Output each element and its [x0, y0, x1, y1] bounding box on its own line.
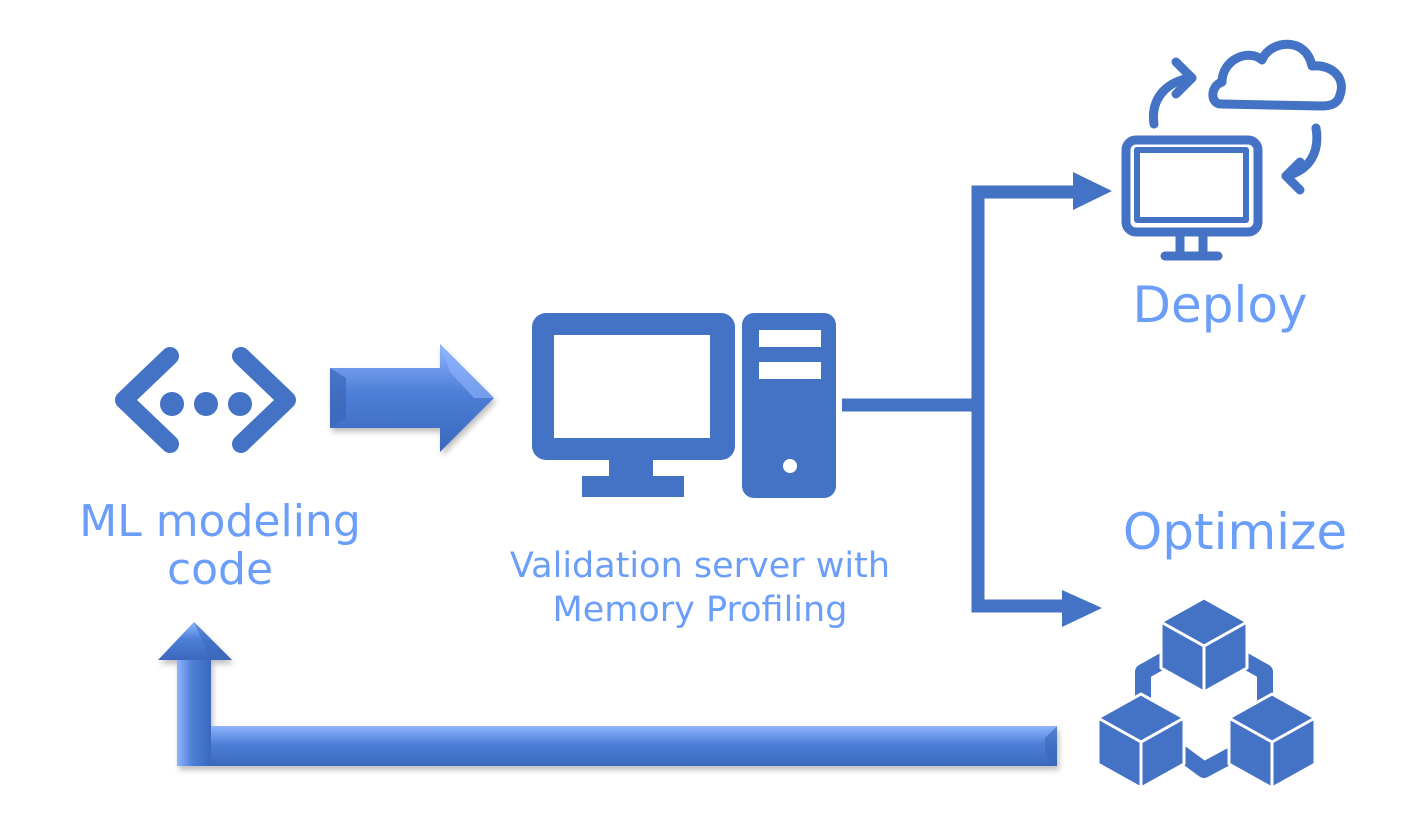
connector-server-branches	[842, 185, 1075, 613]
label-line: code	[166, 544, 274, 596]
label-ml-modeling-code: ML modeling code	[40, 496, 400, 596]
connected-cubes-icon	[1096, 596, 1317, 790]
arrow-code-to-server	[330, 344, 494, 452]
arrow-optimize-to-code	[158, 622, 1057, 766]
arrowhead-to-optimize	[1062, 590, 1102, 627]
label-line: ML modeling	[79, 496, 361, 547]
label-deploy: Deploy	[1110, 278, 1330, 333]
label-optimize: Optimize	[1090, 505, 1380, 560]
label-line: Optimize	[1122, 503, 1348, 561]
code-icon	[115, 347, 296, 453]
desktop-computer-icon	[532, 313, 836, 498]
label-line: Deploy	[1132, 276, 1308, 334]
arrowhead-to-deploy	[1073, 172, 1112, 210]
label-line: Memory Profiling	[552, 589, 848, 630]
label-line: Validation server with	[509, 546, 891, 586]
cloud-sync-monitor-icon	[1121, 39, 1346, 261]
label-validation-server: Validation server with Memory Profiling	[450, 545, 950, 633]
